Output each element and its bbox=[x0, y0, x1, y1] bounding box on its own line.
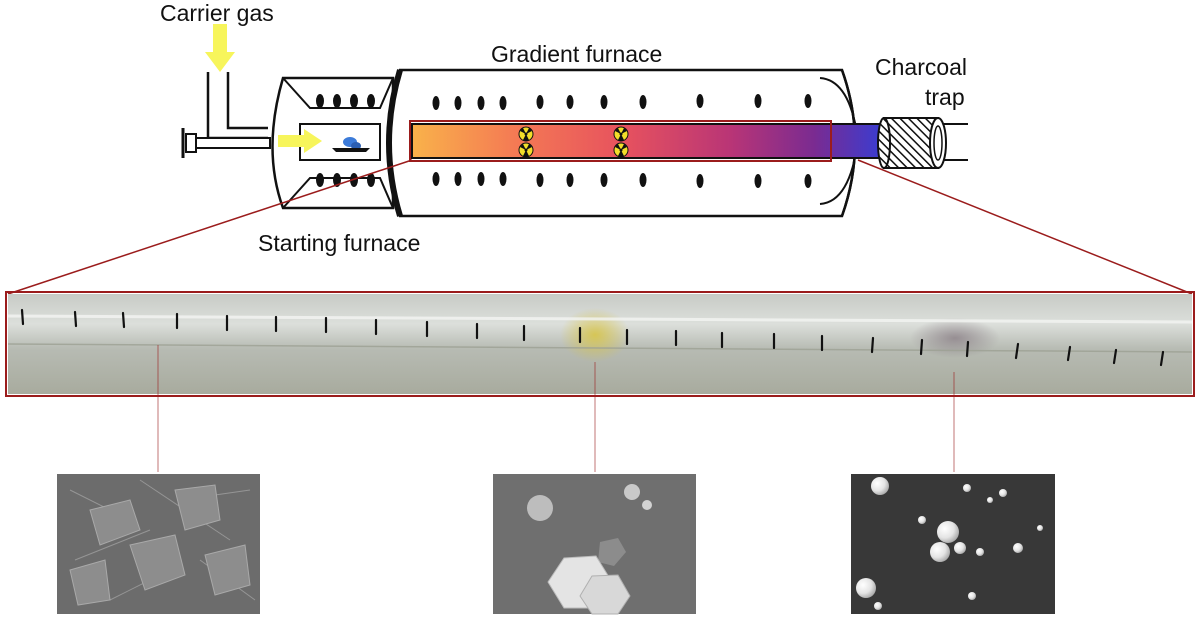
sem-image-sheets bbox=[57, 474, 260, 614]
carrier-gas-arrow-icon bbox=[205, 24, 235, 72]
radiation-icon bbox=[518, 142, 534, 158]
sem-image-hexagons bbox=[493, 474, 696, 615]
gradient-furnace-label: Gradient furnace bbox=[491, 41, 663, 67]
starting-furnace-label: Starting furnace bbox=[258, 230, 421, 256]
gas-inlet-pipe bbox=[206, 72, 268, 140]
inlet-flow-arrow-icon bbox=[278, 129, 322, 153]
zoom-line-left bbox=[7, 159, 413, 295]
radiation-icon bbox=[613, 126, 629, 142]
sample-boat-icon bbox=[332, 137, 370, 152]
radiation-icon bbox=[613, 142, 629, 158]
sem-image-spheres bbox=[851, 474, 1055, 614]
radiation-icon bbox=[518, 126, 534, 142]
starting-furnace bbox=[271, 76, 395, 210]
zoom-line-right bbox=[857, 159, 1193, 295]
carrier-gas-label: Carrier gas bbox=[160, 0, 274, 26]
column-highlight-frame bbox=[409, 120, 832, 162]
gradient-column bbox=[411, 123, 881, 159]
column-photo-frame bbox=[5, 291, 1195, 397]
column-photo bbox=[7, 294, 1193, 394]
charcoal-trap-label-line1: Charcoal bbox=[875, 54, 968, 80]
gas-valve-icon bbox=[181, 128, 271, 158]
charcoal-trap-label-line2: trap bbox=[925, 84, 965, 110]
charcoal-trap bbox=[877, 117, 968, 169]
